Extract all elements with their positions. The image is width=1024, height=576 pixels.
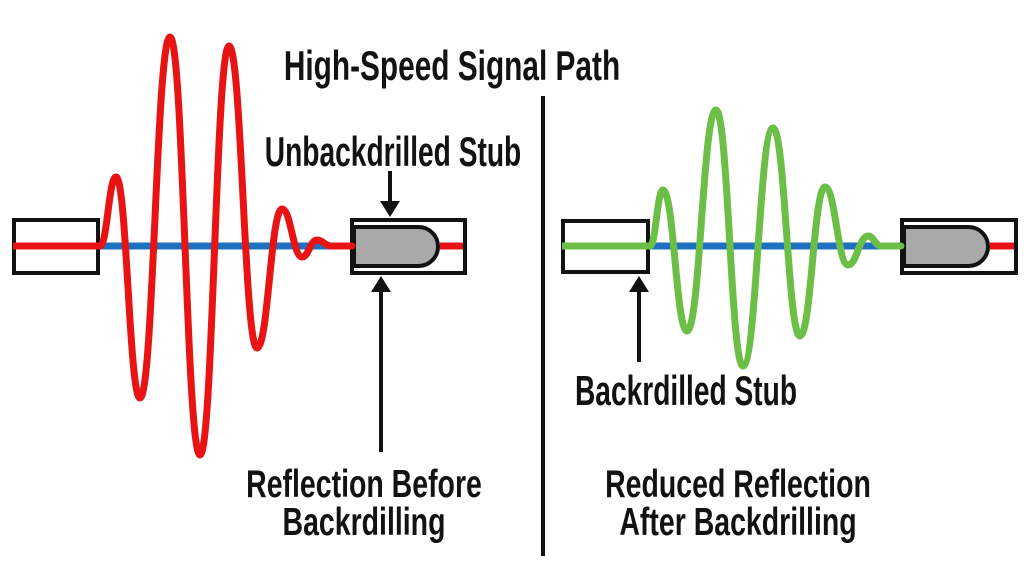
unbackdrilled-stub-label: Unbackdrilled Stub xyxy=(264,128,522,175)
backdrilled-stub-label: Backrdilled Stub xyxy=(574,367,798,414)
down-arrow-unbackdrilled-stub xyxy=(380,171,400,217)
right-source-connector-box xyxy=(561,219,650,274)
right-caption-line2: After Backdrilling xyxy=(619,501,857,544)
page-title: High-Speed Signal Path xyxy=(283,42,621,89)
red-reflection-waveform xyxy=(96,33,356,459)
left-caption-line1: Reflection Before xyxy=(246,463,482,506)
right-caption: Reduced Reflection After Backdrilling xyxy=(605,463,871,544)
up-arrow-reflection-before xyxy=(371,276,391,452)
right-caption-line1: Reduced Reflection xyxy=(605,463,871,506)
up-arrow-backdrilled-stub xyxy=(629,276,649,362)
backdrilled-stub-shape xyxy=(902,225,990,268)
left-source-connector-box xyxy=(12,218,100,275)
unbackdrilled-stub-shape xyxy=(352,225,440,268)
left-caption-line2: Backrdilling xyxy=(282,501,446,544)
green-reflection-waveform xyxy=(646,106,905,370)
left-caption: Reflection Before Backrdilling xyxy=(246,463,482,544)
